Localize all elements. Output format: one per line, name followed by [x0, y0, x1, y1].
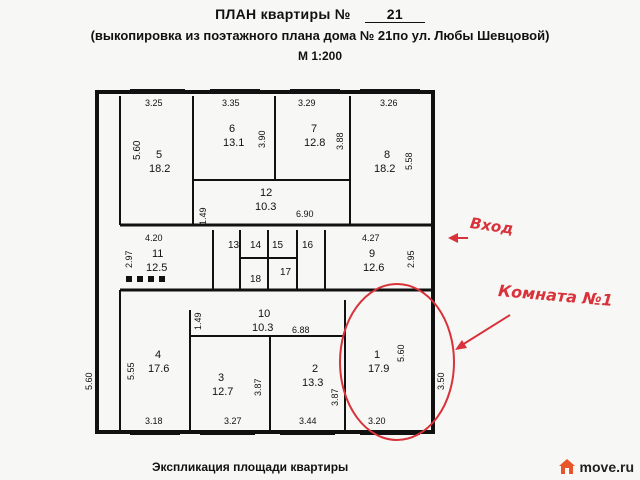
room9-dim-side: 2.95: [406, 250, 416, 268]
moveru-logo: move.ru: [558, 458, 634, 476]
room7-dim-side: 3.88: [335, 132, 345, 150]
room1-dim-bottom: 3.20: [368, 416, 386, 426]
plan-scale: М 1:200: [297, 49, 343, 63]
room12-dim-len: 6.90: [296, 209, 314, 219]
room7-id: 7: [311, 123, 317, 135]
room6-dim-top: 3.35: [222, 98, 240, 108]
room9-id: 9: [369, 248, 375, 260]
room17-id: 17: [280, 267, 292, 278]
room9-dim-top: 4.27: [362, 233, 380, 243]
room4-id: 4: [155, 349, 161, 361]
room6-area: 13.1: [223, 137, 244, 149]
plan-subtitle: (выкопировка из поэтажного плана дома № …: [90, 28, 550, 43]
room1-area: 17.9: [368, 363, 389, 375]
room2-id: 2: [312, 363, 318, 375]
room11-area: 12.5: [146, 262, 167, 274]
room2-area: 13.3: [302, 377, 323, 389]
room1-id: 1: [374, 349, 380, 361]
room7-area: 12.8: [304, 137, 325, 149]
room11-dim-side: 2.97: [124, 250, 134, 268]
room12-dim-side: 1.49: [198, 207, 208, 225]
room11-id: 11: [152, 248, 163, 260]
room3-dim-side: 3.87: [253, 378, 263, 396]
room4-dim-side: 5.55: [126, 362, 136, 380]
plan-title-text: ПЛАН квартиры №: [215, 6, 351, 22]
room2-dim-bottom: 3.44: [299, 416, 317, 426]
room7-dim-top: 3.29: [298, 98, 316, 108]
room6-dim-side: 3.90: [257, 130, 267, 148]
room1-highlight-circle: [339, 283, 455, 441]
room1-arrow: [461, 314, 511, 346]
brand-name: move.ru: [579, 459, 634, 475]
room15-id: 15: [272, 240, 284, 251]
room4-dim-bottom: 3.18: [145, 416, 163, 426]
room12-id: 12: [260, 187, 272, 199]
room1-dim-side: 5.60: [396, 344, 406, 362]
outer-wall: [95, 90, 435, 434]
room10-dim-len: 6.88: [292, 325, 310, 335]
room12-area: 10.3: [255, 201, 276, 213]
room18-id: 18: [250, 274, 262, 285]
room5-dim-side: 5.60: [132, 140, 143, 160]
room8-area: 18.2: [374, 163, 395, 175]
left-wall-dim: 5.60: [84, 372, 94, 390]
room5-id: 5: [156, 149, 162, 161]
room16-id: 16: [302, 240, 314, 251]
room9-area: 12.6: [363, 262, 384, 274]
house-icon: [558, 459, 575, 474]
room4-area: 17.6: [148, 363, 169, 375]
plan-title: ПЛАН квартиры № 21: [0, 6, 640, 23]
room5-dim-top: 3.25: [145, 98, 163, 108]
room3-id: 3: [218, 372, 224, 384]
room5-area: 18.2: [149, 163, 170, 175]
room3-dim-bottom: 3.27: [224, 416, 242, 426]
room11-dim-top: 4.20: [145, 233, 163, 243]
room8-dim-top: 3.26: [380, 98, 398, 108]
room10-area: 10.3: [252, 322, 273, 334]
room2-dim-side: 3.87: [330, 388, 340, 406]
right-wall-dim: 3.50: [436, 372, 446, 390]
apartment-number: 21: [364, 6, 425, 23]
room13-id: 13: [228, 240, 240, 251]
room8-id: 8: [384, 149, 390, 161]
explication-heading: Экспликация площади квартиры: [152, 460, 349, 474]
room3-area: 12.7: [212, 386, 233, 398]
room10-id: 10: [258, 308, 270, 320]
room8-dim-side: 5.58: [404, 152, 414, 170]
room10-dim-side: 1.49: [193, 312, 203, 330]
room14-id: 14: [250, 240, 262, 251]
room6-id: 6: [229, 123, 235, 135]
